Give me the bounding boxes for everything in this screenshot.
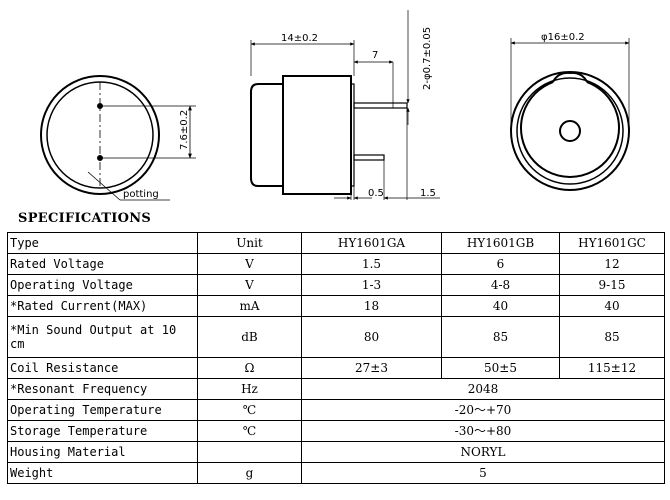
table-row: Operating Voltage V 1-3 4-8 9-15 [7, 274, 665, 296]
diameter-dimension: φ16±0.2 [541, 32, 585, 43]
row-label: Operating Temperature [7, 399, 198, 421]
row-value-c: 85 [559, 316, 665, 358]
side-view-drawing [250, 10, 440, 200]
row-label: Coil Resistance [7, 357, 198, 379]
row-unit: ℃ [197, 420, 302, 442]
row-unit: V [197, 253, 302, 275]
technical-drawings: 7.6±0.2 potting 14±0.2 7 2-φ0.7±0.05 0.5… [40, 10, 630, 201]
table-header-row: Type Unit HY1601GA HY1601GB HY1601GC [7, 232, 665, 254]
row-value-c: 12 [559, 253, 665, 275]
row-unit: V [197, 274, 302, 296]
header-unit: Unit [197, 232, 302, 254]
potting-label: potting [123, 189, 159, 200]
row-label: Rated Voltage [7, 253, 198, 275]
row-value-c: 9-15 [559, 274, 665, 296]
header-model-a: HY1601GA [301, 232, 442, 254]
row-value-merged: 2048 [301, 378, 665, 400]
row-value-merged: NORYL [301, 441, 665, 463]
row-value-a: 1.5 [301, 253, 442, 275]
row-value-b: 40 [441, 295, 560, 317]
row-value-a: 27±3 [301, 357, 442, 379]
table-row: Housing Material NORYL [7, 441, 665, 463]
row-value-b: 50±5 [441, 357, 560, 379]
row-value-b: 85 [441, 316, 560, 358]
row-unit [197, 441, 302, 463]
length-dimension: 14±0.2 [281, 33, 318, 44]
row-value-b: 6 [441, 253, 560, 275]
row-label: *Rated Current(MAX) [7, 295, 198, 317]
row-unit: dB [197, 316, 302, 358]
row-value-merged: -30～+80 [301, 420, 665, 442]
table-row: *Rated Current(MAX) mA 18 40 40 [7, 295, 665, 317]
row-unit: g [197, 462, 302, 484]
row-unit: Hz [197, 378, 302, 400]
header-model-c: HY1601GC [559, 232, 665, 254]
row-unit: ℃ [197, 399, 302, 421]
row-value-b: 4-8 [441, 274, 560, 296]
pin-spacing-dimension: 7.6±0.2 [179, 110, 190, 150]
row-label: *Min Sound Output at 10 cm [7, 316, 198, 358]
row-value-merged: 5 [301, 462, 665, 484]
table-row: Storage Temperature ℃ -30～+80 [7, 420, 665, 442]
left-small-dimension: 0.5 [368, 188, 384, 199]
row-label: Weight [7, 462, 198, 484]
table-row: Operating Temperature ℃ -20～+70 [7, 399, 665, 421]
right-small-dimension: 1.5 [420, 188, 436, 199]
specifications-title: SPECIFICATIONS [18, 211, 152, 226]
row-label: Housing Material [7, 441, 198, 463]
header-model-b: HY1601GB [441, 232, 560, 254]
top-view-drawing [510, 38, 630, 191]
row-unit: Ω [197, 357, 302, 379]
row-unit: mA [197, 295, 302, 317]
table-row: Weight g 5 [7, 462, 665, 484]
row-value-a: 18 [301, 295, 442, 317]
table-row: Rated Voltage V 1.5 6 12 [7, 253, 665, 275]
table-row: *Min Sound Output at 10 cm dB 80 85 85 [7, 316, 665, 358]
table-row: Coil Resistance Ω 27±3 50±5 115±12 [7, 357, 665, 379]
row-label: *Resonant Frequency [7, 378, 198, 400]
row-label: Storage Temperature [7, 420, 198, 442]
specifications-table: Type Unit HY1601GA HY1601GB HY1601GC Rat… [7, 232, 665, 484]
pin-offset-dimension: 7 [372, 50, 378, 61]
row-value-a: 80 [301, 316, 442, 358]
row-value-a: 1-3 [301, 274, 442, 296]
row-value-merged: -20～+70 [301, 399, 665, 421]
row-value-c: 115±12 [559, 357, 665, 379]
specifications-table-body: Type Unit HY1601GA HY1601GB HY1601GC Rat… [7, 232, 665, 484]
header-type: Type [7, 232, 198, 254]
pin-diameter-dimension: 2-φ0.7±0.05 [422, 27, 433, 90]
table-row: *Resonant Frequency Hz 2048 [7, 378, 665, 400]
row-label: Operating Voltage [7, 274, 198, 296]
row-value-c: 40 [559, 295, 665, 317]
bottom-view-drawing [40, 75, 196, 201]
